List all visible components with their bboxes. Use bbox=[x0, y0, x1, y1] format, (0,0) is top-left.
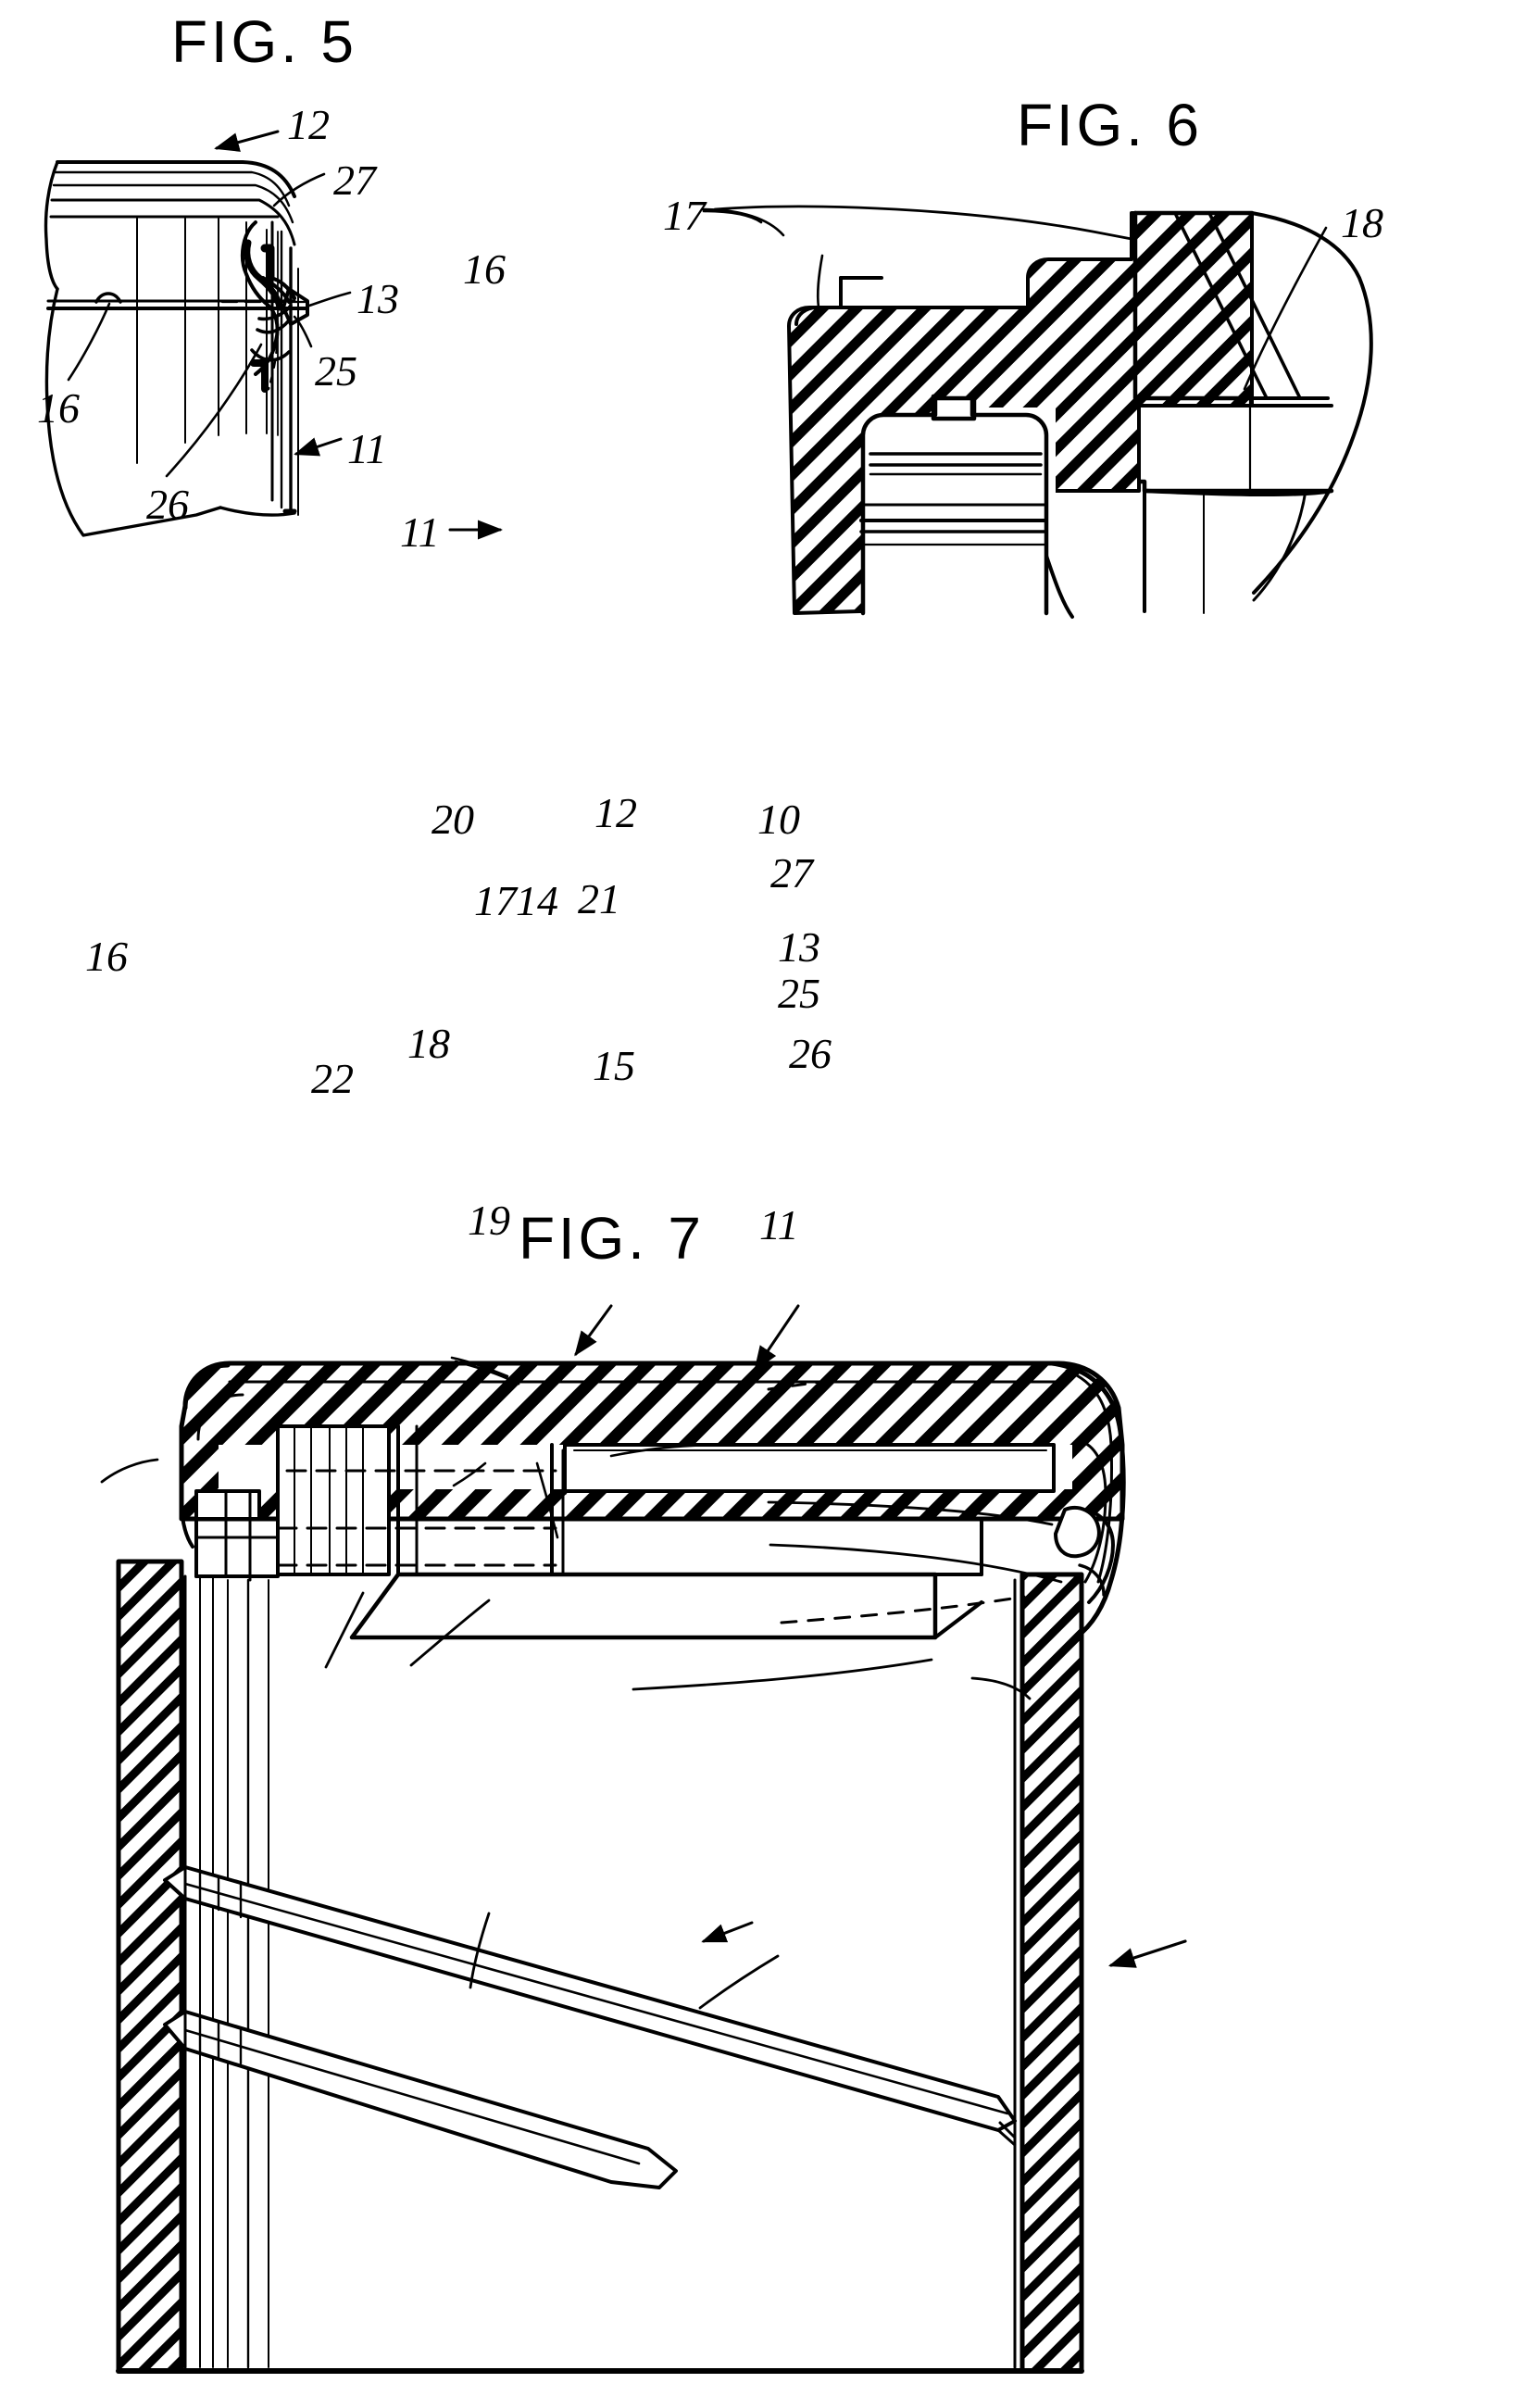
ref-numeral-fig7-27: 27 bbox=[770, 849, 813, 897]
ref-numeral-fig5-11: 11 bbox=[347, 425, 387, 472]
ref-numeral-fig7-19: 19 bbox=[468, 1197, 510, 1244]
ref-numeral-fig7-18: 18 bbox=[407, 1020, 450, 1067]
ref-numeral-fig5-26: 26 bbox=[146, 481, 189, 528]
ref-numeral-fig7-25: 25 bbox=[778, 970, 820, 1017]
ref-numeral-fig6-17: 17 bbox=[663, 192, 706, 239]
ref-numeral-fig5-12: 12 bbox=[287, 101, 330, 148]
figure-title-fig6: FIG. 6 bbox=[1017, 92, 1203, 158]
ref-numeral-fig7-14: 14 bbox=[516, 877, 558, 924]
ref-numeral-fig7-13: 13 bbox=[778, 923, 820, 971]
ref-numeral-fig5-27: 27 bbox=[333, 157, 376, 204]
fig5-artwork bbox=[44, 130, 352, 537]
ref-numeral-fig6-16: 16 bbox=[463, 245, 506, 293]
ref-numeral-fig7-17: 17 bbox=[474, 877, 517, 924]
ref-numeral-fig7-26: 26 bbox=[789, 1030, 832, 1077]
ref-numeral-fig6-18: 18 bbox=[1341, 199, 1383, 246]
ref-numeral-fig7-12: 12 bbox=[594, 789, 637, 836]
figure-title-fig5: FIG. 5 bbox=[171, 8, 357, 75]
ref-numeral-fig7-15: 15 bbox=[593, 1042, 635, 1089]
ref-numeral-fig7-10: 10 bbox=[757, 796, 800, 843]
ref-numeral-fig7-22: 22 bbox=[311, 1055, 354, 1102]
ref-numeral-fig7-16: 16 bbox=[85, 933, 128, 980]
ref-numeral-fig7-21: 21 bbox=[578, 875, 620, 922]
ref-numeral-fig5-16: 16 bbox=[37, 384, 80, 432]
ref-numeral-fig5-25: 25 bbox=[315, 347, 357, 395]
figure-title-fig7: FIG. 7 bbox=[519, 1205, 705, 1272]
fig6-artwork bbox=[448, 207, 1373, 619]
fig7-artwork bbox=[100, 1304, 1126, 2374]
ref-numeral-fig7-20: 20 bbox=[432, 796, 474, 843]
ref-numeral-fig7-11: 11 bbox=[759, 1201, 799, 1248]
ref-numeral-fig5-13: 13 bbox=[356, 275, 399, 322]
ref-numeral-fig6-11: 11 bbox=[400, 508, 440, 556]
